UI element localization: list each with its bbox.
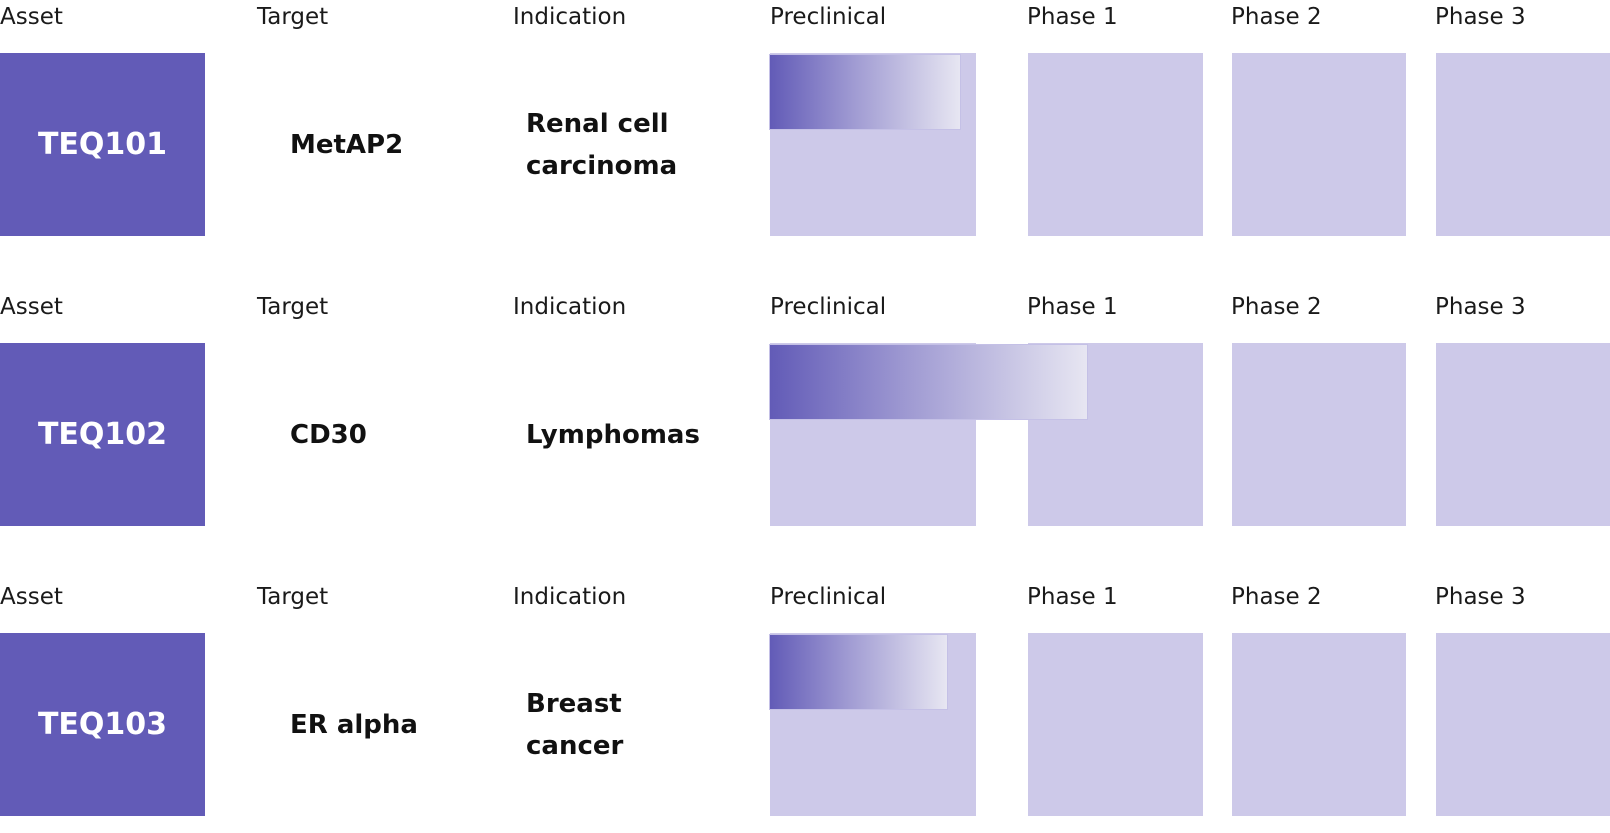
phase3-header: Phase 3 — [1435, 294, 1526, 320]
preclinical-header: Preclinical — [770, 584, 887, 610]
target-label: MetAP2 — [290, 129, 404, 160]
phase2-cell — [1232, 53, 1406, 236]
target-value: CD30 — [290, 343, 367, 526]
asset-label: TEQ101 — [37, 127, 168, 162]
phase1-cell — [1028, 53, 1203, 236]
phase1-header: Phase 1 — [1027, 584, 1118, 610]
indication-line-2: carcinoma — [526, 150, 678, 181]
pipeline-row: Asset Target Indication Preclinical Phas… — [0, 580, 1610, 833]
phase2-cell — [1232, 633, 1406, 816]
asset-box: TEQ103 — [0, 633, 205, 816]
phase2-header: Phase 2 — [1231, 294, 1322, 320]
indication-line-1: Renal cell — [526, 108, 669, 139]
indication-value: Renal cell carcinoma — [526, 53, 756, 236]
phase3-header: Phase 3 — [1435, 4, 1526, 30]
phase3-header: Phase 3 — [1435, 584, 1526, 610]
progress-bar — [769, 54, 961, 130]
asset-box: TEQ101 — [0, 53, 205, 236]
preclinical-header: Preclinical — [770, 294, 887, 320]
indication-line-1: Breast — [526, 688, 622, 719]
asset-label: TEQ103 — [37, 707, 168, 742]
indication-value: Lymphomas — [526, 343, 756, 526]
indication-header: Indication — [513, 4, 627, 30]
target-label: ER alpha — [290, 709, 418, 740]
preclinical-header: Preclinical — [770, 4, 887, 30]
asset-header: Asset — [0, 584, 63, 610]
target-header: Target — [257, 4, 329, 30]
phase3-cell — [1436, 343, 1610, 526]
asset-header: Asset — [0, 4, 63, 30]
target-label: CD30 — [290, 419, 367, 450]
target-header: Target — [257, 584, 329, 610]
target-header: Target — [257, 294, 329, 320]
phase1-header: Phase 1 — [1027, 294, 1118, 320]
progress-bar — [768, 634, 949, 710]
phase2-header: Phase 2 — [1231, 584, 1322, 610]
target-value: ER alpha — [290, 633, 418, 816]
indication-header: Indication — [513, 584, 627, 610]
progress-bar — [768, 344, 1089, 420]
phase2-header: Phase 2 — [1231, 4, 1322, 30]
phase3-cell — [1436, 53, 1610, 236]
indication-line-2: cancer — [526, 730, 624, 761]
pipeline-row: Asset Target Indication Preclinical Phas… — [0, 0, 1610, 253]
asset-header: Asset — [0, 294, 63, 320]
phase3-cell — [1436, 633, 1610, 816]
phase2-cell — [1232, 343, 1406, 526]
indication-header: Indication — [513, 294, 627, 320]
phase1-cell — [1028, 633, 1203, 816]
phase1-header: Phase 1 — [1027, 4, 1118, 30]
indication-line-1: Lymphomas — [526, 419, 700, 450]
asset-box: TEQ102 — [0, 343, 205, 526]
asset-label: TEQ102 — [37, 417, 168, 452]
indication-value: Breast cancer — [526, 633, 756, 816]
pipeline-row: Asset Target Indication Preclinical Phas… — [0, 290, 1610, 543]
target-value: MetAP2 — [290, 53, 403, 236]
